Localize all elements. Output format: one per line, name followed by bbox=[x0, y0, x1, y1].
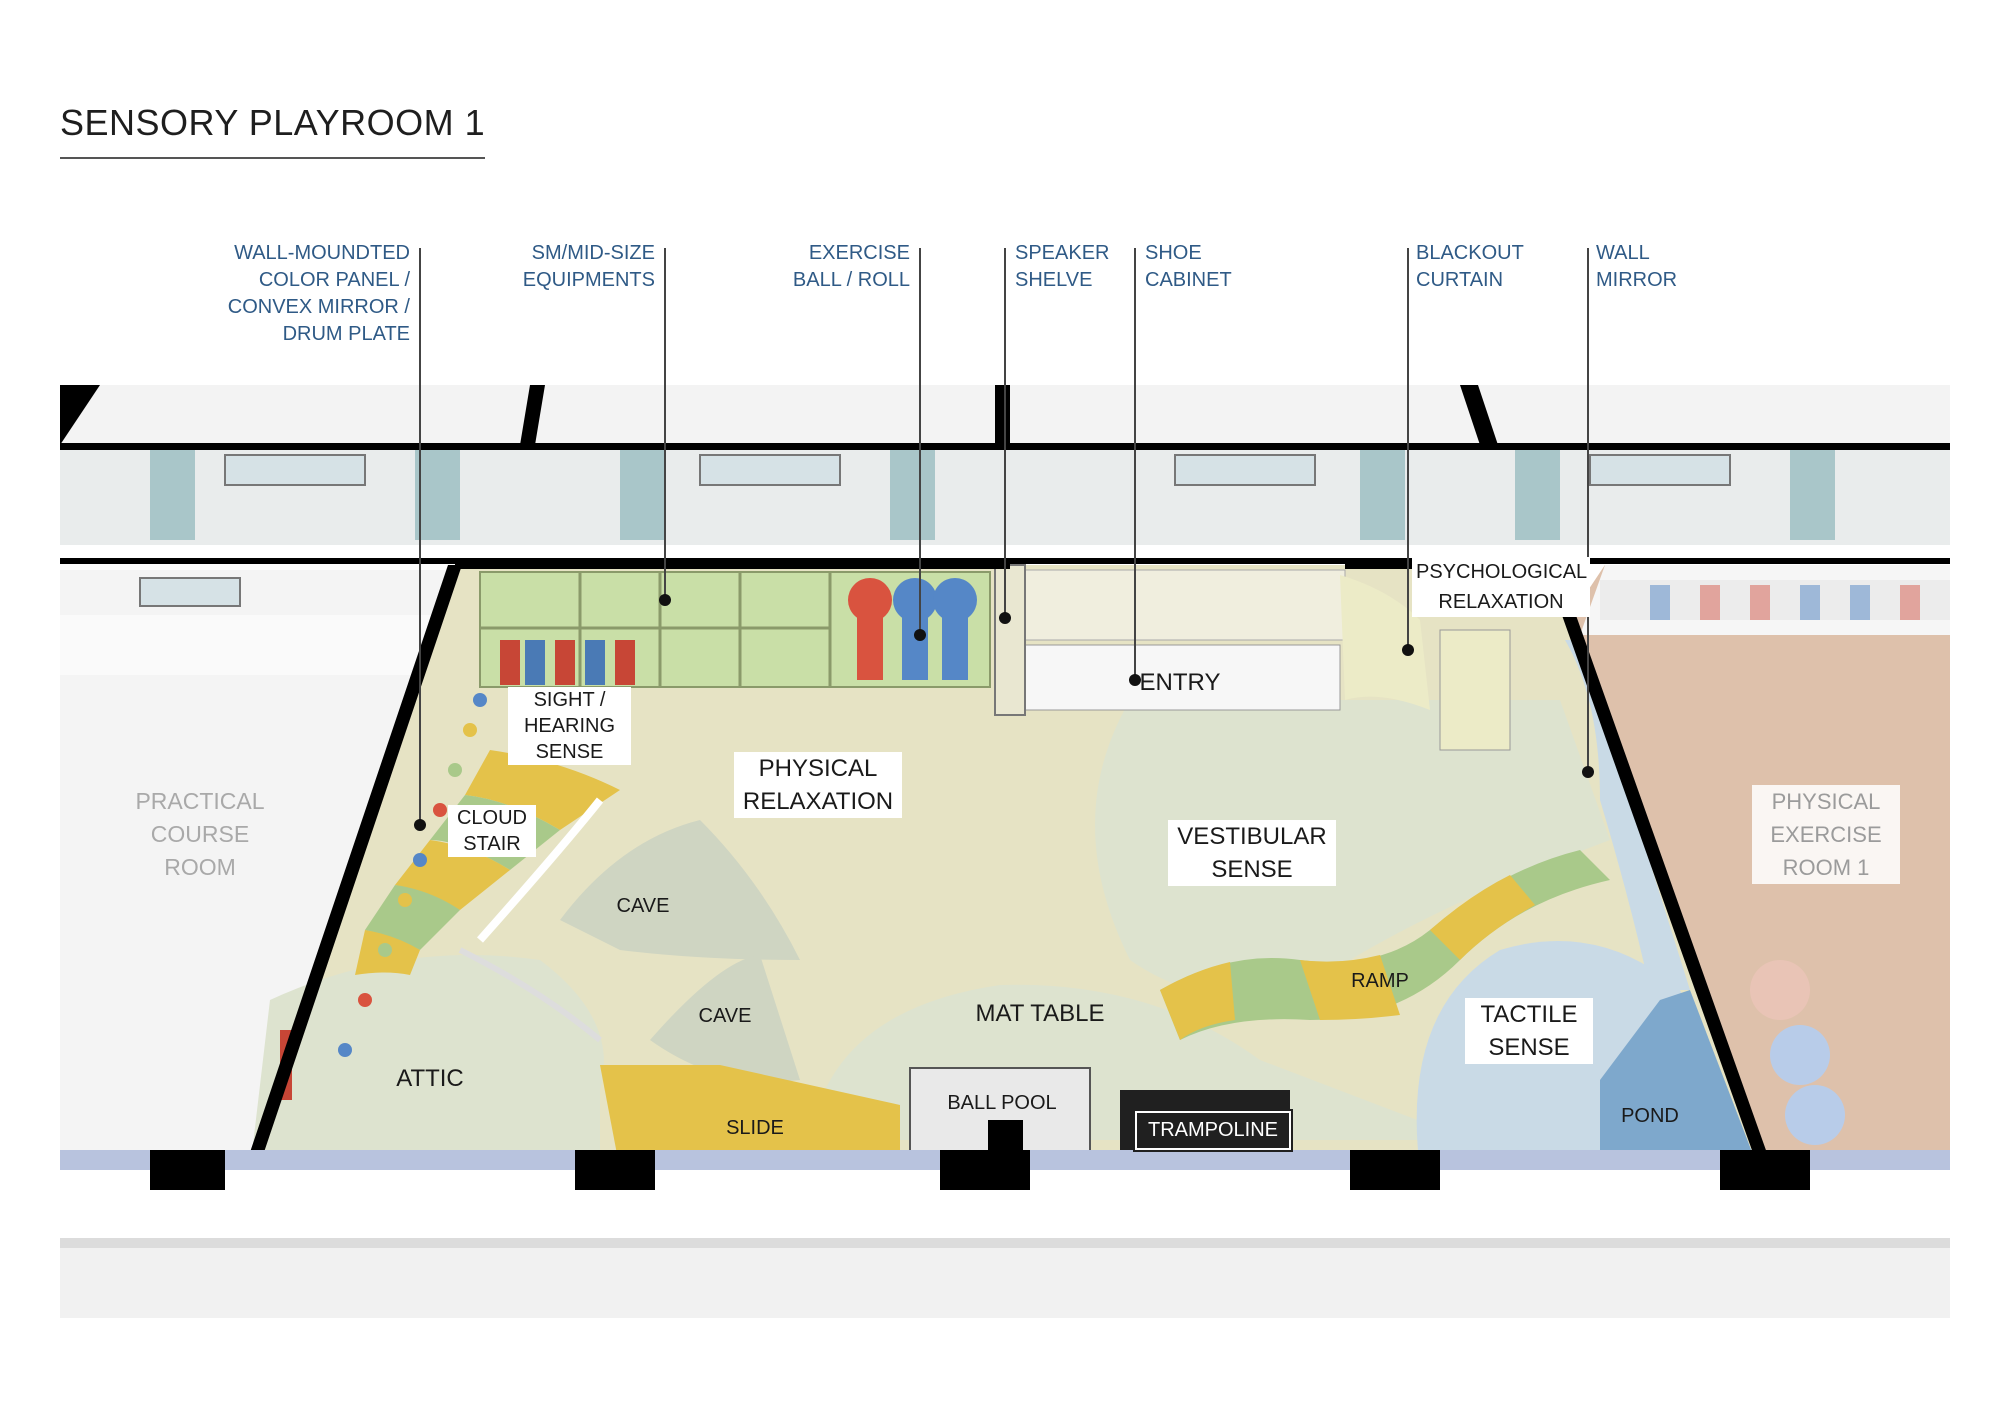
callout-exercise-line-1: EXERCISE bbox=[808, 242, 910, 264]
label-tactile-sense: TACTILE SENSE bbox=[1465, 998, 1593, 1064]
label-pond: POND bbox=[1621, 1105, 1679, 1127]
label-physical-relaxation-line-2: RELAXATION bbox=[742, 788, 894, 815]
callout-shoe: SHOE CABINET bbox=[1145, 240, 1232, 294]
label-psychological-relaxation-line-1: PSYCHOLOGICAL bbox=[1416, 561, 1588, 583]
label-physical-exercise-room: PHYSICAL EXERCISE ROOM 1 bbox=[1752, 785, 1900, 884]
label-slide: SLIDE bbox=[726, 1117, 784, 1139]
callout-speaker: SPEAKER SHELVE bbox=[1015, 240, 1109, 294]
label-psychological-relaxation: PSYCHOLOGICAL RELAXATION bbox=[1412, 557, 1590, 617]
label-entry: ENTRY bbox=[1139, 669, 1221, 696]
callout-mirror-line-2: MIRROR bbox=[1596, 269, 1678, 291]
page-title: SENSORY PLAYROOM 1 bbox=[60, 102, 486, 143]
label-cloud-stair-line-1: CLOUD bbox=[456, 807, 527, 829]
callout-exercise-line-2: BALL / ROLL bbox=[792, 269, 910, 291]
label-vestibular-sense-line-1: VESTIBULAR bbox=[1177, 823, 1327, 850]
label-physical-exercise-room-line-3: ROOM 1 bbox=[1782, 855, 1870, 880]
label-attic: ATTIC bbox=[396, 1065, 464, 1092]
label-sight-hearing-sense-line-3: SENSE bbox=[535, 741, 604, 763]
practical-course-room-floor bbox=[60, 570, 450, 1150]
callout-wall-panel-line-4: DRUM PLATE bbox=[282, 323, 410, 345]
label-practical-course-room: PRACTICAL COURSE ROOM bbox=[110, 785, 290, 884]
label-physical-relaxation: PHYSICAL RELAXATION bbox=[734, 752, 902, 818]
label-mat-table: MAT TABLE bbox=[975, 1000, 1105, 1027]
label-ramp: RAMP bbox=[1351, 970, 1409, 992]
callout-mirror: WALL MIRROR bbox=[1596, 240, 1677, 294]
callout-leader-lines bbox=[419, 248, 1589, 825]
callout-dots bbox=[414, 594, 1594, 831]
label-psychological-relaxation-line-2: RELAXATION bbox=[1438, 591, 1564, 613]
label-sight-hearing-sense-line-1: SIGHT / bbox=[533, 689, 606, 711]
callout-wall-panel-line-3: CONVEX MIRROR / bbox=[227, 296, 410, 318]
title-underline bbox=[60, 157, 485, 159]
callout-blackout-line-2: CURTAIN bbox=[1416, 269, 1504, 291]
callout-wall-panel-line-1: WALL-MOUNDTED bbox=[234, 242, 410, 264]
label-cloud-stair: CLOUD STAIR bbox=[448, 805, 536, 857]
label-physical-relaxation-line-1: PHYSICAL bbox=[758, 755, 878, 782]
callout-wall-panel-line-2: COLOR PANEL / bbox=[258, 269, 410, 291]
callout-wall-panel: WALL-MOUNDTED COLOR PANEL / CONVEX MIRRO… bbox=[185, 240, 410, 348]
callout-blackout-line-1: BLACKOUT bbox=[1416, 242, 1524, 264]
label-ball-pool: BALL POOL bbox=[947, 1092, 1057, 1114]
callout-equipment: SM/MID-SIZE EQUIPMENTS bbox=[500, 240, 655, 294]
equipment-shelves bbox=[479, 564, 1026, 716]
label-vestibular-sense-line-2: SENSE bbox=[1211, 856, 1293, 883]
label-practical-course-room-line-1: PRACTICAL bbox=[135, 788, 265, 814]
label-sight-hearing-sense: SIGHT / HEARING SENSE bbox=[508, 687, 631, 765]
callout-shoe-line-2: CABINET bbox=[1145, 269, 1232, 291]
label-tactile-sense-line-2: SENSE bbox=[1488, 1034, 1570, 1061]
callout-exercise: EXERCISE BALL / ROLL bbox=[760, 240, 910, 294]
label-sight-hearing-sense-line-2: HEARING bbox=[523, 715, 616, 737]
label-practical-course-room-line-3: ROOM bbox=[164, 854, 236, 880]
front-window-wall bbox=[60, 1120, 1950, 1318]
callout-shoe-line-1: SHOE bbox=[1145, 242, 1202, 264]
label-vestibular-sense: VESTIBULAR SENSE bbox=[1168, 820, 1336, 886]
label-physical-exercise-room-line-1: PHYSICAL bbox=[1771, 789, 1881, 814]
label-trampoline: TRAMPOLINE bbox=[1133, 1109, 1293, 1152]
callout-blackout: BLACKOUT CURTAIN bbox=[1416, 240, 1524, 294]
label-cave-lower: CAVE bbox=[698, 1005, 752, 1027]
label-practical-course-room-line-2: COURSE bbox=[150, 821, 250, 847]
label-physical-exercise-room-line-2: EXERCISE bbox=[1770, 822, 1882, 847]
label-cave-upper: CAVE bbox=[616, 895, 670, 917]
callout-speaker-line-1: SPEAKER bbox=[1015, 242, 1110, 264]
callout-equipment-line-2: EQUIPMENTS bbox=[522, 269, 655, 291]
label-tactile-sense-line-1: TACTILE bbox=[1480, 1001, 1578, 1028]
callout-equipment-line-1: SM/MID-SIZE bbox=[531, 242, 655, 264]
callout-mirror-line-1: WALL bbox=[1596, 242, 1650, 264]
callout-speaker-line-2: SHELVE bbox=[1015, 269, 1093, 291]
label-cloud-stair-line-2: STAIR bbox=[463, 833, 521, 855]
